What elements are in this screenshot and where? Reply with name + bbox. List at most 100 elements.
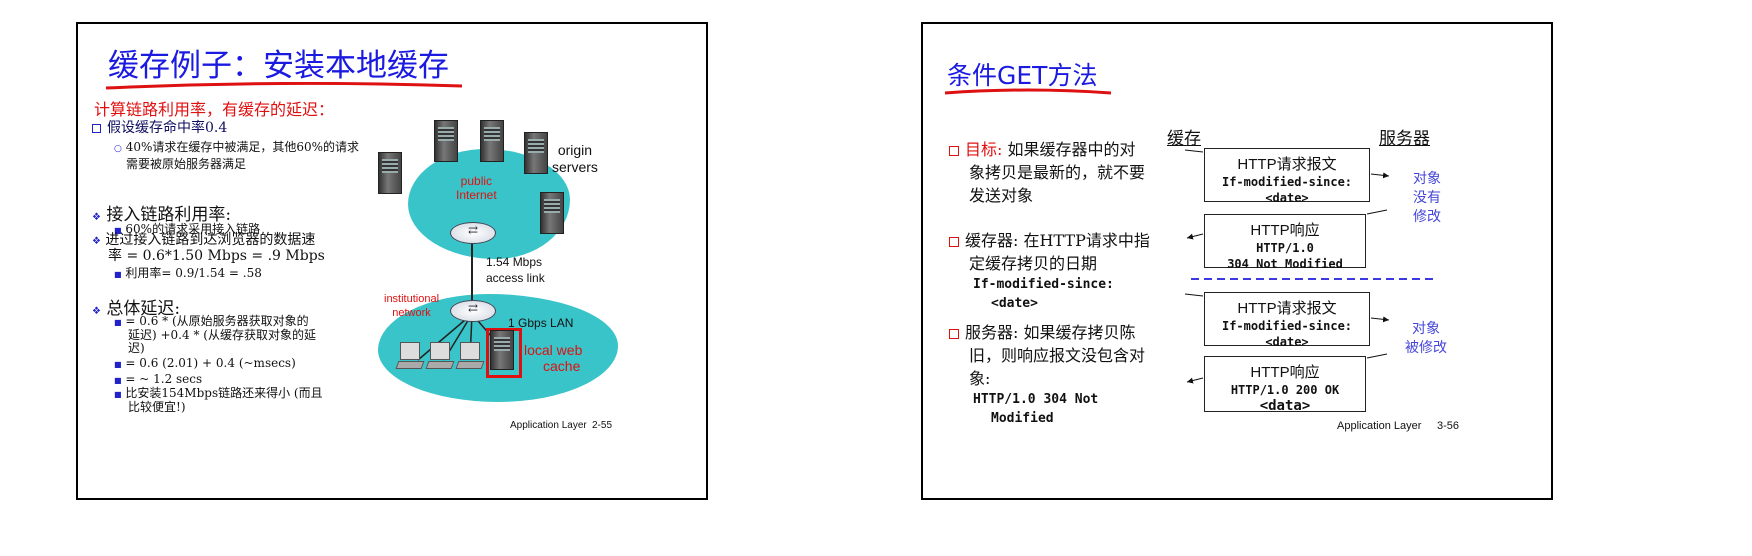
slide-title: 缓存例子：安装本地缓存 (108, 48, 449, 84)
note-line: 修改 (1413, 209, 1441, 225)
small-square-icon: ■ (114, 360, 122, 369)
cache-server-icon (490, 330, 514, 370)
sub-text: = ~ 1.2 secs (125, 372, 203, 386)
bullet-text: 假设缓存命中率0.4 (107, 120, 228, 136)
square-bullet-icon (949, 236, 959, 247)
code-line: HTTP/1.0 304 Not (973, 392, 1099, 407)
footer-label: Application Layer (510, 420, 587, 431)
local-web-cache-label: local web cache (524, 342, 582, 374)
diamond-bullet-icon: ❖ (92, 212, 101, 223)
msg-title: HTTP请求报文 (1237, 300, 1337, 317)
response-message-box: HTTP响应 HTTP/1.0 304 Not Modified (1204, 214, 1366, 271)
note-line: 没有 (1413, 190, 1441, 206)
sub-text: 60%的请求采用接入链路 (125, 222, 261, 236)
sub-text: = 0.6 * (从原始服务器获取对象的 (125, 314, 309, 328)
sub-bullet: ■ 60%的请求采用接入链路 (114, 220, 260, 237)
square-bullet-icon (92, 123, 101, 133)
server-icon (540, 192, 564, 234)
request-message-box: HTTP请求报文 If-modified-since: <date> (1204, 292, 1370, 349)
bullet-text: 接入链路利用率: (106, 205, 232, 225)
msg-line: If-modified-since: (1221, 319, 1353, 333)
label-line: servers (552, 159, 598, 175)
bullet-text: 如果缓存器中的对 (1002, 140, 1136, 159)
sub-bullet: ■ = 0.6 * (从原始服务器获取对象的 (114, 315, 323, 329)
bullet-hit-rate: 假设缓存命中率0.4 (92, 117, 227, 137)
note-line: 对象 (1412, 321, 1440, 337)
sub-text: 迟) (128, 341, 145, 355)
msg-line: 304 Not Modified (1227, 257, 1343, 271)
computer-icon (400, 342, 420, 360)
bullet-text: 象: (969, 369, 991, 388)
sub-text: 利用率= 0.9/1.54 = .58 (125, 266, 262, 280)
server-icon (524, 132, 548, 174)
message-arrows (1184, 149, 1433, 384)
bullet-text: 象拷贝是最新的，就不要 (969, 163, 1146, 182)
column-server-header: 服务器 (1379, 129, 1430, 149)
server-icon (434, 120, 458, 162)
request-message-box: HTTP请求报文 If-modified-since: <date> (1204, 148, 1370, 205)
msg-title: HTTP请求报文 (1237, 156, 1337, 173)
small-square-icon: ■ (114, 376, 122, 385)
bullet-total-delay: ❖ 总体延迟: (92, 294, 180, 319)
sub-text: 延迟) +0.4 * (从缓存获取对象的延 (128, 328, 316, 342)
bullet-server: 服务器: 如果缓存拷贝陈 旧，则响应报文没包含对 象: (949, 321, 1145, 390)
label-line: institutional (384, 293, 440, 305)
sub-text: 需要被原始服务器满足 (126, 157, 247, 171)
sub-text: 40%请求在缓存中被满足，其他60%的请求 (125, 140, 360, 154)
origin-servers-label: origin servers (552, 142, 598, 176)
note-modified: 对象 被修改 (1405, 320, 1447, 358)
title-underline (105, 82, 463, 90)
lan-label: 1 Gbps LAN (508, 316, 574, 330)
msg-line: <date> (1265, 335, 1309, 349)
local-cache-highlight (486, 328, 522, 378)
sub-bullet: ■ 比安装154Mbps链路还来得小 (而且 (114, 387, 323, 401)
msg-title: HTTP响应 (1250, 364, 1320, 381)
slide-title: 条件GET方法 (947, 61, 1098, 90)
bullet-cache: 缓存器: 在HTTP请求中指 定缓存拷贝的日期 (949, 229, 1150, 275)
sub-text: 比较便宜!) (128, 400, 186, 414)
note-line: 对象 (1413, 171, 1441, 187)
bullet-text: 缓存器: 在HTTP请求中指 (965, 231, 1150, 250)
sub-bullet: ■ 利用率= 0.9/1.54 = .58 (114, 264, 262, 281)
slide-2-55: 缓存例子：安装本地缓存 计算链路利用率，有缓存的延迟： 假设缓存命中率0.4 ○… (76, 22, 708, 500)
label-line: local web (524, 342, 583, 358)
label-line: access link (486, 271, 545, 285)
bullet-access-util: ❖ 接入链路利用率: (92, 200, 231, 225)
server-icon (378, 152, 402, 194)
sub-text: 比安装154Mbps链路还来得小 (而且 (125, 386, 323, 400)
bullet-text: 发送对象 (969, 186, 1034, 205)
diamond-bullet-icon: ❖ (92, 306, 101, 317)
institutional-network-label: institutional network (384, 292, 439, 320)
code-line: <date> (991, 296, 1038, 311)
server-icon (480, 120, 504, 162)
bullet-data-rate: ❖ 进过接入链路到达浏览器的数据速 率 = 0.6*1.50 Mbps = .9… (92, 233, 325, 264)
label-line: public (460, 174, 493, 188)
note-line: 被修改 (1405, 340, 1447, 356)
sub-bullet: ○ 40%请求在缓存中被满足，其他60%的请求 需要被原始服务器满足 (114, 140, 359, 172)
sub-text: = 0.6 (2.01) + 0.4 (~msecs) (125, 356, 296, 370)
msg-line: HTTP/1.0 200 OK (1230, 383, 1340, 397)
bullet-text: 进过接入链路到达浏览器的数据速 (105, 232, 316, 248)
sub-bullet: ■ = 0.6 (2.01) + 0.4 (~msecs) (114, 357, 323, 371)
code-line: If-modified-since: (973, 277, 1114, 292)
small-square-icon: ■ (114, 318, 122, 327)
label-line: 1.54 Mbps (486, 255, 543, 269)
msg-title: HTTP响应 (1250, 222, 1320, 239)
access-link-label: 1.54 Mbps access link (486, 254, 545, 286)
square-bullet-icon (949, 328, 959, 339)
code-line: Modified (991, 411, 1054, 426)
msg-line: HTTP/1.0 (1256, 241, 1314, 255)
bullet-text: 率 = 0.6*1.50 Mbps = .9 Mbps (108, 248, 325, 264)
sub-bullet-list: ■ = 0.6 * (从原始服务器获取对象的 延迟) +0.4 * (从缓存获取… (114, 315, 323, 414)
diamond-bullet-icon: ❖ (92, 236, 101, 247)
footer-page: 2-55 (592, 420, 613, 431)
bullet-text: 服务器: 如果缓存拷贝陈 (965, 323, 1136, 342)
bullet-text: 旧，则响应报文没包含对 (969, 346, 1146, 365)
cache-code: If-modified-since: <date> (973, 275, 1114, 313)
bullet-goal: 目标: 如果缓存器中的对 象拷贝是最新的，就不要 发送对象 (949, 138, 1145, 207)
router-icon (450, 300, 496, 322)
label-line: cache (543, 358, 581, 374)
msg-line: <date> (1265, 191, 1309, 205)
small-square-icon: ■ (114, 390, 122, 399)
server-code: HTTP/1.0 304 Not Modified (973, 390, 1098, 428)
